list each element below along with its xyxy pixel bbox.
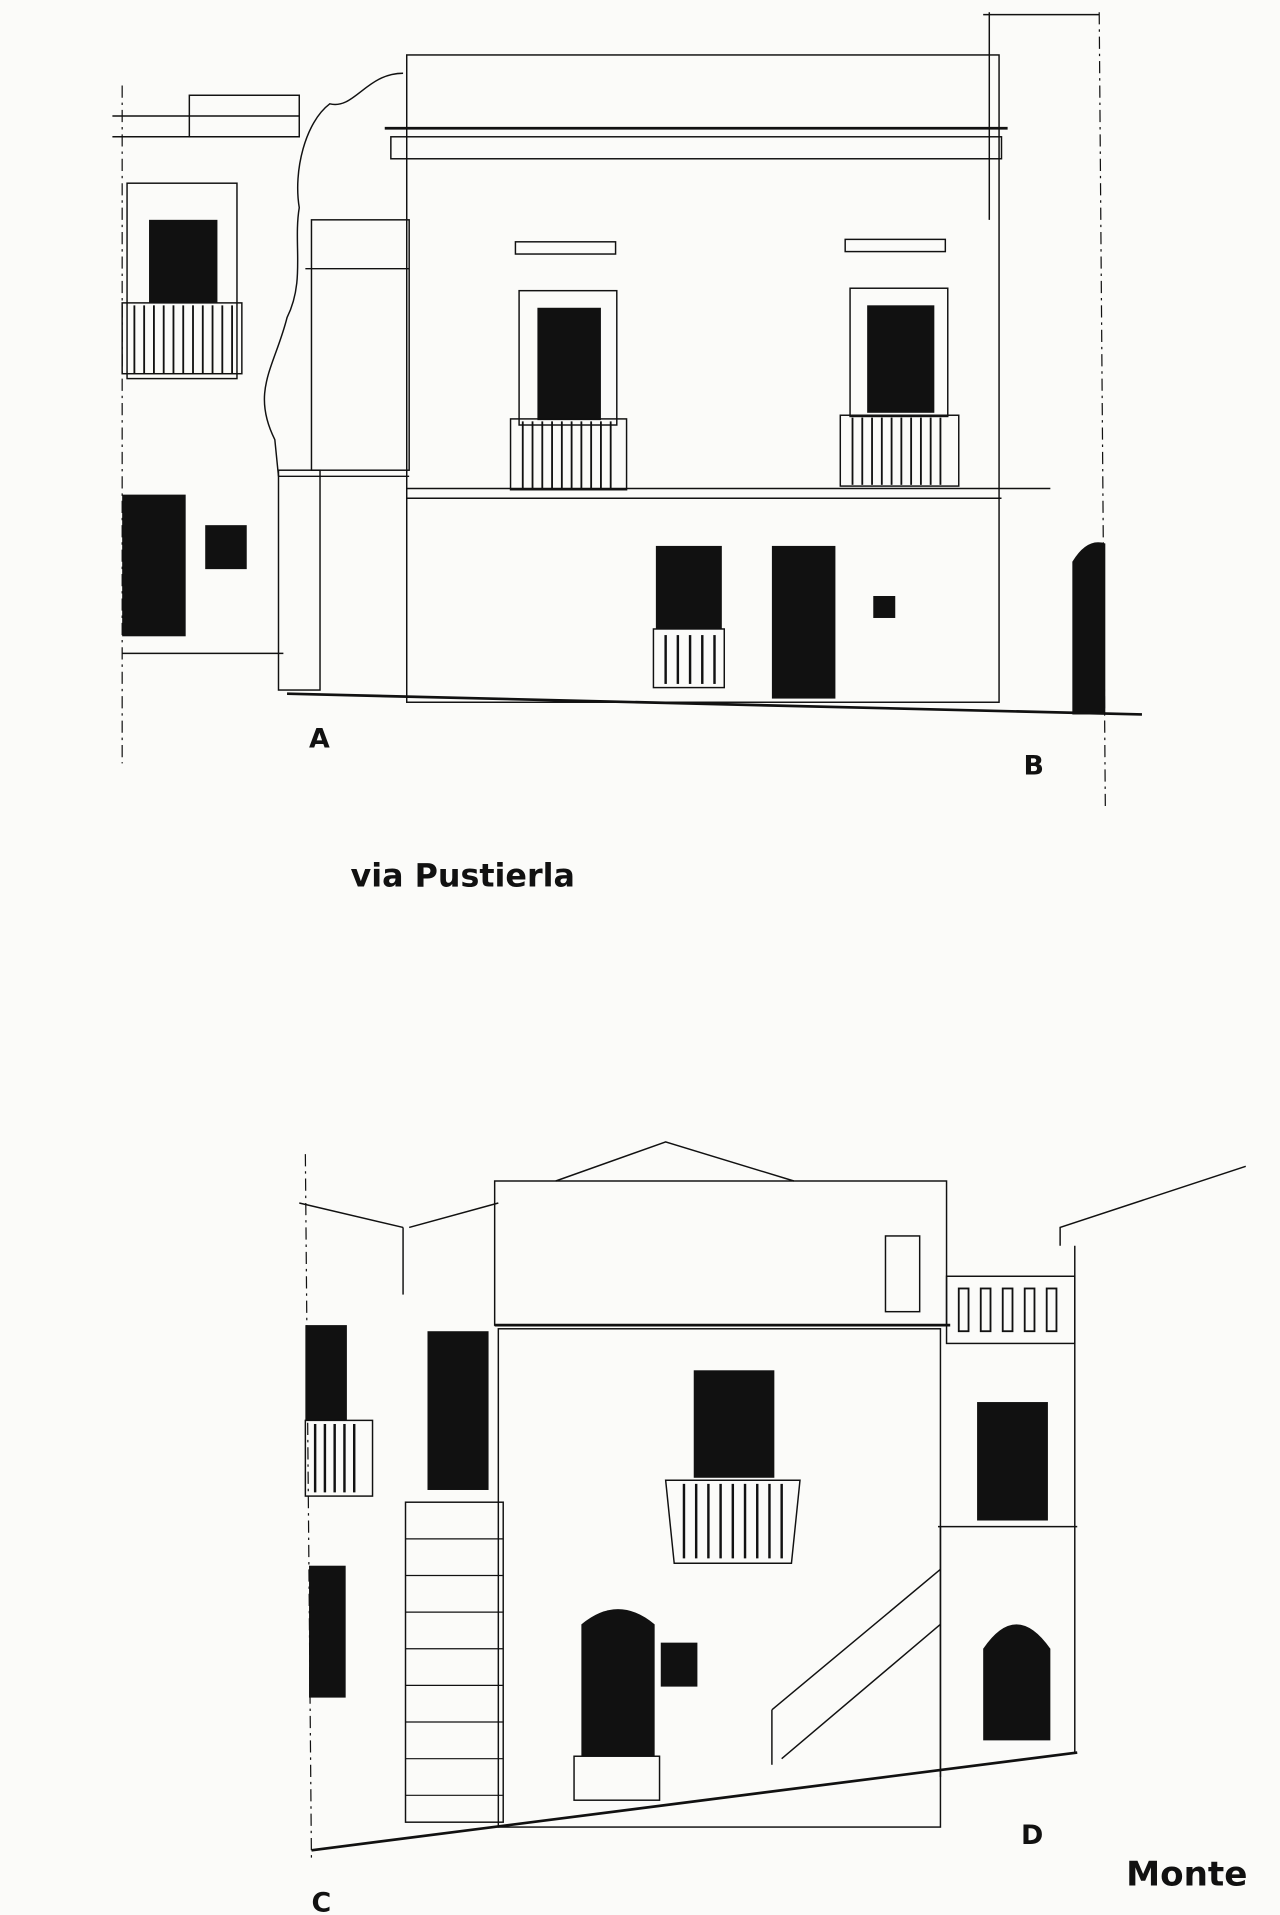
section-label-d: D xyxy=(1021,1820,1043,1851)
section-label-a: A xyxy=(309,723,330,754)
section-label-b: B xyxy=(1023,750,1043,781)
street-name-monte: Monte xyxy=(1126,1855,1247,1895)
street-name-via-pustierla: via Pustierla xyxy=(351,859,575,895)
bottom-elevation: C D Monte xyxy=(299,1141,1247,1915)
section-label-c: C xyxy=(311,1887,331,1915)
top-elevation: A B via Pustierla xyxy=(112,12,1142,895)
